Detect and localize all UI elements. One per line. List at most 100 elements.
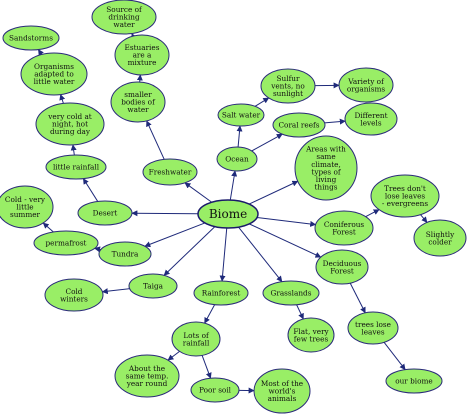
edge-trees-dont-lose-to-slightly-colder	[420, 214, 428, 223]
node-shape	[33, 230, 99, 256]
node-central[interactable]: Biome	[197, 199, 259, 229]
node-salt-water[interactable]: Salt water	[217, 103, 265, 127]
node-label-line: living	[316, 175, 337, 184]
edge-central-to-deciduous	[249, 223, 322, 258]
node-label-line: Estuaries	[125, 43, 160, 52]
node-label-line: Ocean	[225, 155, 249, 164]
node-shape	[260, 68, 316, 104]
node-label-line: Rainforest	[202, 289, 241, 298]
node-label-line: permafrost	[45, 239, 86, 248]
node-label-line: Trees don't	[384, 184, 426, 193]
edge-central-to-desert	[131, 210, 199, 217]
node-label-line: night, hot	[52, 120, 88, 129]
edge-salt-water-to-sulfur-vents	[254, 97, 270, 107]
node-label-line: Freshwater	[149, 168, 192, 177]
node-coral-reefs[interactable]: Coral reefs	[272, 112, 326, 138]
node-permafrost[interactable]: permafrost	[33, 230, 99, 256]
node-label-line: world's	[269, 387, 296, 396]
node-label-line: leaves	[361, 327, 384, 336]
node-rainforest[interactable]: Rainforest	[193, 280, 249, 306]
node-label-line: little water	[34, 77, 75, 86]
node-grasslands[interactable]: Grasslands	[262, 280, 320, 306]
node-shape	[253, 368, 311, 414]
node-label-line: mixture	[128, 58, 157, 67]
node-sandstorms[interactable]: Sandstorms	[2, 25, 60, 51]
edge-little-rainfall-to-very-cold-night	[70, 144, 77, 156]
node-label-line: Variety of	[347, 77, 385, 86]
node-label-line: organisms	[347, 84, 386, 93]
node-label-line: Desert	[93, 209, 118, 218]
edge-central-to-grasslands	[238, 226, 283, 283]
edge-central-to-areas-same-climate	[248, 180, 299, 205]
edge-rainforest-to-lots-rainfall	[204, 304, 216, 324]
node-label-line: Areas with	[305, 145, 346, 154]
node-shape	[413, 219, 467, 257]
node-label-line: Cold	[66, 287, 83, 296]
node-freshwater[interactable]: Freshwater	[142, 158, 198, 186]
node-label-line: Forest	[332, 227, 356, 236]
node-shape	[385, 368, 443, 394]
node-shape	[20, 52, 88, 96]
node-shape	[44, 278, 104, 312]
node-shape	[344, 102, 398, 136]
node-ocean[interactable]: Ocean	[216, 146, 258, 172]
node-taiga[interactable]: Taiga	[128, 273, 178, 299]
edges	[37, 32, 428, 394]
node-shape	[35, 102, 105, 146]
node-label-line: few trees	[294, 334, 329, 343]
node-desert[interactable]: Desert	[77, 200, 133, 226]
node-our-biome[interactable]: our biome	[385, 368, 443, 394]
edge-central-to-taiga	[163, 226, 216, 276]
edge-lots-rainfall-to-poor-soil	[201, 355, 212, 379]
node-shape	[45, 154, 107, 180]
node-shape	[2, 25, 60, 51]
node-label-line: Grasslands	[271, 289, 312, 298]
node-label-line: drinking	[108, 13, 140, 22]
node-label-line: smaller	[124, 90, 152, 99]
node-tundra[interactable]: Tundra	[98, 241, 152, 267]
node-poor-soil[interactable]: Poor soil	[190, 377, 240, 403]
node-label-line: Coniferous	[324, 220, 365, 229]
node-label-line: rainfall	[183, 338, 210, 347]
node-label-line: our biome	[395, 377, 433, 386]
node-label-line: little rainfall	[53, 163, 100, 172]
node-label-line: Tundra	[112, 250, 139, 259]
node-label-line: vents, no	[270, 82, 305, 91]
edge-permafrost-to-cold-summer	[42, 222, 54, 233]
edge-smaller-bodies-to-estuaries	[136, 74, 143, 83]
node-label-line: animals	[268, 394, 297, 403]
node-shape	[91, 0, 157, 35]
node-little-rainfall[interactable]: little rainfall	[45, 154, 107, 180]
node-label-line: climate,	[311, 160, 341, 169]
node-shape	[193, 280, 249, 306]
node-label-line: Cold - very	[5, 195, 46, 204]
node-shape	[347, 311, 399, 345]
node-label-line: year round	[126, 379, 168, 388]
node-shape	[287, 317, 335, 353]
edge-coniferous-to-trees-dont-lose	[365, 209, 380, 218]
node-shape	[370, 174, 440, 218]
